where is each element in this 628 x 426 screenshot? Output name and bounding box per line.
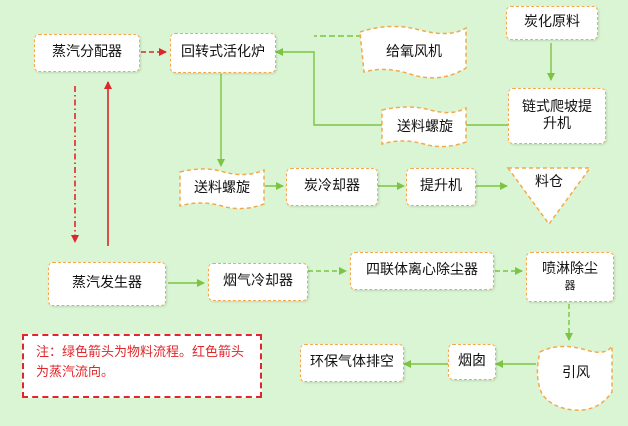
- rotary-kiln-node: 回转式活化炉: [170, 33, 276, 73]
- elevator-node: 提升机: [406, 168, 476, 206]
- cyclone-node: 四联体离心除尘器: [350, 252, 494, 290]
- rotary-kiln-label: 回转式活化炉: [181, 44, 265, 61]
- silo-label: 料仓: [535, 174, 563, 191]
- steam-distributor-label: 蒸汽分配器: [52, 44, 122, 61]
- legend-note: 注：绿色箭头为物料流程。红色箭头为蒸汽流向。: [22, 334, 262, 398]
- exhaust-label: 环保气体排空: [310, 354, 394, 371]
- chimney-label: 烟囱: [458, 353, 486, 370]
- chain-elevator-node: 链式爬坡提升机: [508, 88, 606, 144]
- chain-elevator-label: 链式爬坡提升机: [522, 98, 592, 133]
- induced-fan-label: 引风: [562, 365, 590, 382]
- spray-dust-node: 喷淋除尘器: [526, 252, 614, 302]
- induced-fan-shape: [536, 343, 613, 411]
- feed-screw-top-label: 送料螺旋: [397, 119, 453, 136]
- carbon-cooler-label: 炭冷却器: [304, 178, 360, 195]
- oxygen-fan-shape: [359, 25, 467, 79]
- steam-distributor-node: 蒸汽分配器: [34, 34, 140, 72]
- chimney-node: 烟囱: [448, 344, 496, 380]
- silo-shape: [506, 167, 592, 226]
- feed-screw-label: 送料螺旋: [194, 180, 250, 197]
- cyclone-label: 四联体离心除尘器: [366, 262, 478, 279]
- exhaust-node: 环保气体排空: [300, 344, 404, 382]
- oxygen-fan-label: 给氧风机: [386, 44, 442, 61]
- carbon-cooler-node: 炭冷却器: [286, 168, 378, 206]
- flue-cooler-label: 烟气冷却器: [223, 273, 293, 290]
- flue-cooler-node: 烟气冷却器: [208, 263, 308, 301]
- spray-dust-label-2: 器: [564, 278, 576, 292]
- elevator-label: 提升机: [420, 178, 462, 195]
- carbon-raw-label: 炭化原料: [524, 14, 580, 31]
- carbon-raw-node: 炭化原料: [506, 6, 598, 40]
- feed-screw-top-shape: [381, 106, 467, 148]
- spray-dust-label-1: 喷淋除尘: [542, 261, 598, 278]
- feed-screw-shape: [179, 168, 265, 210]
- steam-generator-label: 蒸汽发生器: [72, 275, 142, 292]
- arrow-feed-screw-to-kiln: [275, 48, 382, 126]
- steam-generator-node: 蒸汽发生器: [48, 262, 166, 306]
